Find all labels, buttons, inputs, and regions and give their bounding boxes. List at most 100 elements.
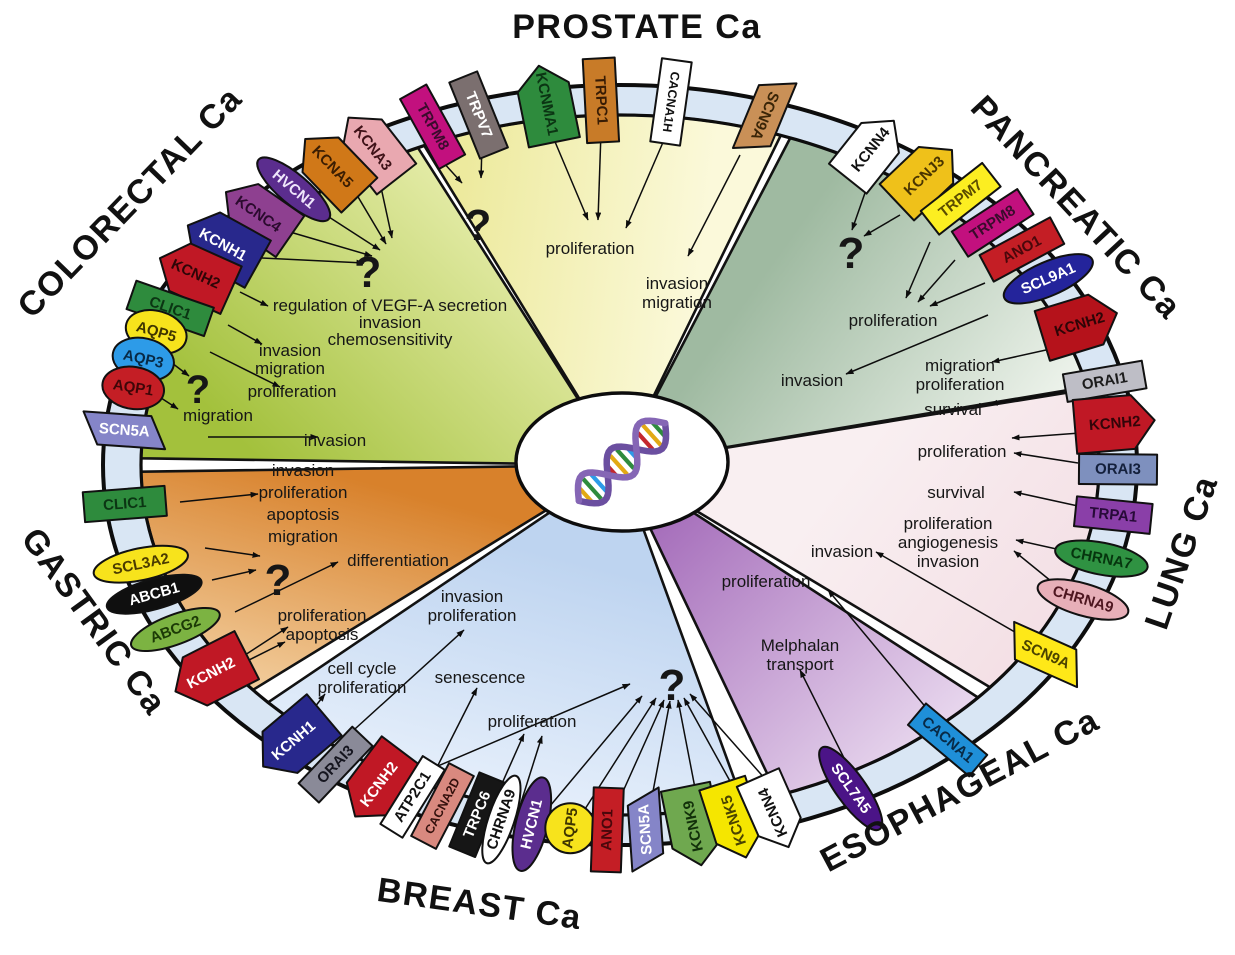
gene-chip-prostate-kcnma1: KCNMA1 [516,64,581,149]
nucleus-ellipse [514,391,730,533]
dna-icon [574,417,670,507]
gene-shape [174,630,260,707]
effect-arrow-prostate [595,131,602,221]
gene-shape [1002,253,1094,305]
gene-chip-colorectal-scn5a: SCN5A [82,410,167,451]
gene-shape [379,755,446,839]
gene-chip-gastric-scl3a2: SCL3A2 [92,544,189,584]
annotation-colorectal: ? [355,248,382,297]
gene-chip-lung-chrna7: CHRNA7 [1054,539,1149,578]
gene-chip-colorectal-kcnh2: KCNH2 [158,242,243,315]
effect-arrow-gastric [234,561,339,613]
gene-label: AQP5 [559,807,581,850]
gene-shape [919,161,1002,236]
gene-shape [649,57,693,147]
annotation-esophageal: proliferation [722,572,811,591]
gene-shape [448,70,509,160]
sector-title-prostate: PROSTATE Ca [512,8,762,46]
gene-shape [399,83,467,171]
gene-label: SCN5A [98,420,150,441]
effect-arrow-pancreatic [905,241,931,299]
gene-chip-pancreatic-kcnn4: KCNN4 [827,119,900,195]
effect-arrow-colorectal [227,324,263,345]
gene-chip-prostate-scn9a: SCN9A [731,82,798,149]
gene-chip-breast-kcnh1: KCNH1 [261,693,343,774]
effect-arrow-colorectal [261,257,365,266]
effect-arrow-breast [544,695,643,813]
gene-label: ORAI3 [1095,461,1141,478]
sector-title-lung: LUNG Ca [1138,471,1226,634]
effect-arrow-gastric [244,626,289,656]
gene-shape [82,410,167,451]
annotation-lung: invasion [811,542,873,561]
gene-shape [297,725,374,804]
annotation-breast: senescence [435,668,526,687]
gene-shape [130,606,221,653]
effect-arrow-prostate [625,139,665,229]
annotation-colorectal: invasion [304,431,366,450]
annotation-prostate: proliferation [546,239,635,258]
gene-shape [1033,293,1118,362]
effect-arrow-breast [577,697,657,821]
annotation-colorectal: migration [183,406,253,425]
effect-arrow-breast [344,629,465,739]
gene-chip-lung-orai1: ORAI1 [1061,359,1148,403]
effect-arrow-pancreatic [851,189,867,231]
gene-shape [516,64,581,149]
sector-title-breast: BREAST Ca [375,871,584,937]
gene-chip-breast-kcnn4: KCNN4 [735,767,802,849]
gene-shape [1071,394,1156,455]
effect-arrow-gastric [179,491,259,503]
effect-arrow-pancreatic [929,282,986,307]
gene-shape [827,119,900,195]
effect-arrow-colorectal [209,351,281,388]
gene-shape [481,774,522,865]
gene-shape [1061,359,1148,403]
gene-shape [105,573,203,615]
gene-chip-gastric-abcb1: ABCB1 [105,573,203,615]
gene-chip-breast-ano1: ANO1 [589,786,625,874]
gene-shape [626,786,665,873]
effect-arrow-pancreatic [989,391,1064,406]
annotation-pancreatic: survival [924,400,982,419]
effect-arrow-pancreatic [863,214,901,237]
gene-chip-lung-trpa1: TRPA1 [1072,495,1154,535]
gene-shape [261,693,343,774]
annotation-pancreatic: invasion [781,371,843,390]
gene-chip-prostate-trpc1: TRPC1 [581,56,621,145]
gene-chip-breast-scn5a: SCN5A [626,786,665,873]
effect-arrow-gastric [204,547,261,558]
annotation-lung: proliferation [918,442,1007,461]
effect-arrow-lung [1013,451,1079,464]
gene-label: ANO1 [598,809,616,851]
gene-chip-pancreatic-kcnj3: KCNJ3 [878,145,955,222]
gene-chip-pancreatic-kcnh2: KCNH2 [1033,293,1118,362]
gene-label: KCNH2 [1088,413,1141,434]
annotation-colorectal: proliferation [248,382,337,401]
gene-shape [735,767,802,849]
effect-arrow-prostate [687,154,741,257]
gene-label: TRPC1 [591,75,611,125]
effect-arrow-lung [875,551,1035,644]
gene-shape [818,745,884,832]
effect-arrow-prostate [552,136,589,221]
gene-chip-breast-hvcn1: HVCN1 [511,776,553,872]
gene-shape [906,702,989,778]
gene-shape [1072,495,1154,535]
gene-chip-colorectal-kcna3: KCNA3 [341,116,418,196]
annotation-colorectal: ? [186,368,210,412]
annotation-pancreatic: proliferation [849,311,938,330]
gene-chip-prostate-cacna1h: CACNA1H [649,57,693,147]
gene-shape [950,188,1035,258]
effect-arrow-colorectal [239,291,269,307]
effect-arrow-pancreatic [845,314,989,375]
effect-arrow-esophageal [827,589,929,711]
